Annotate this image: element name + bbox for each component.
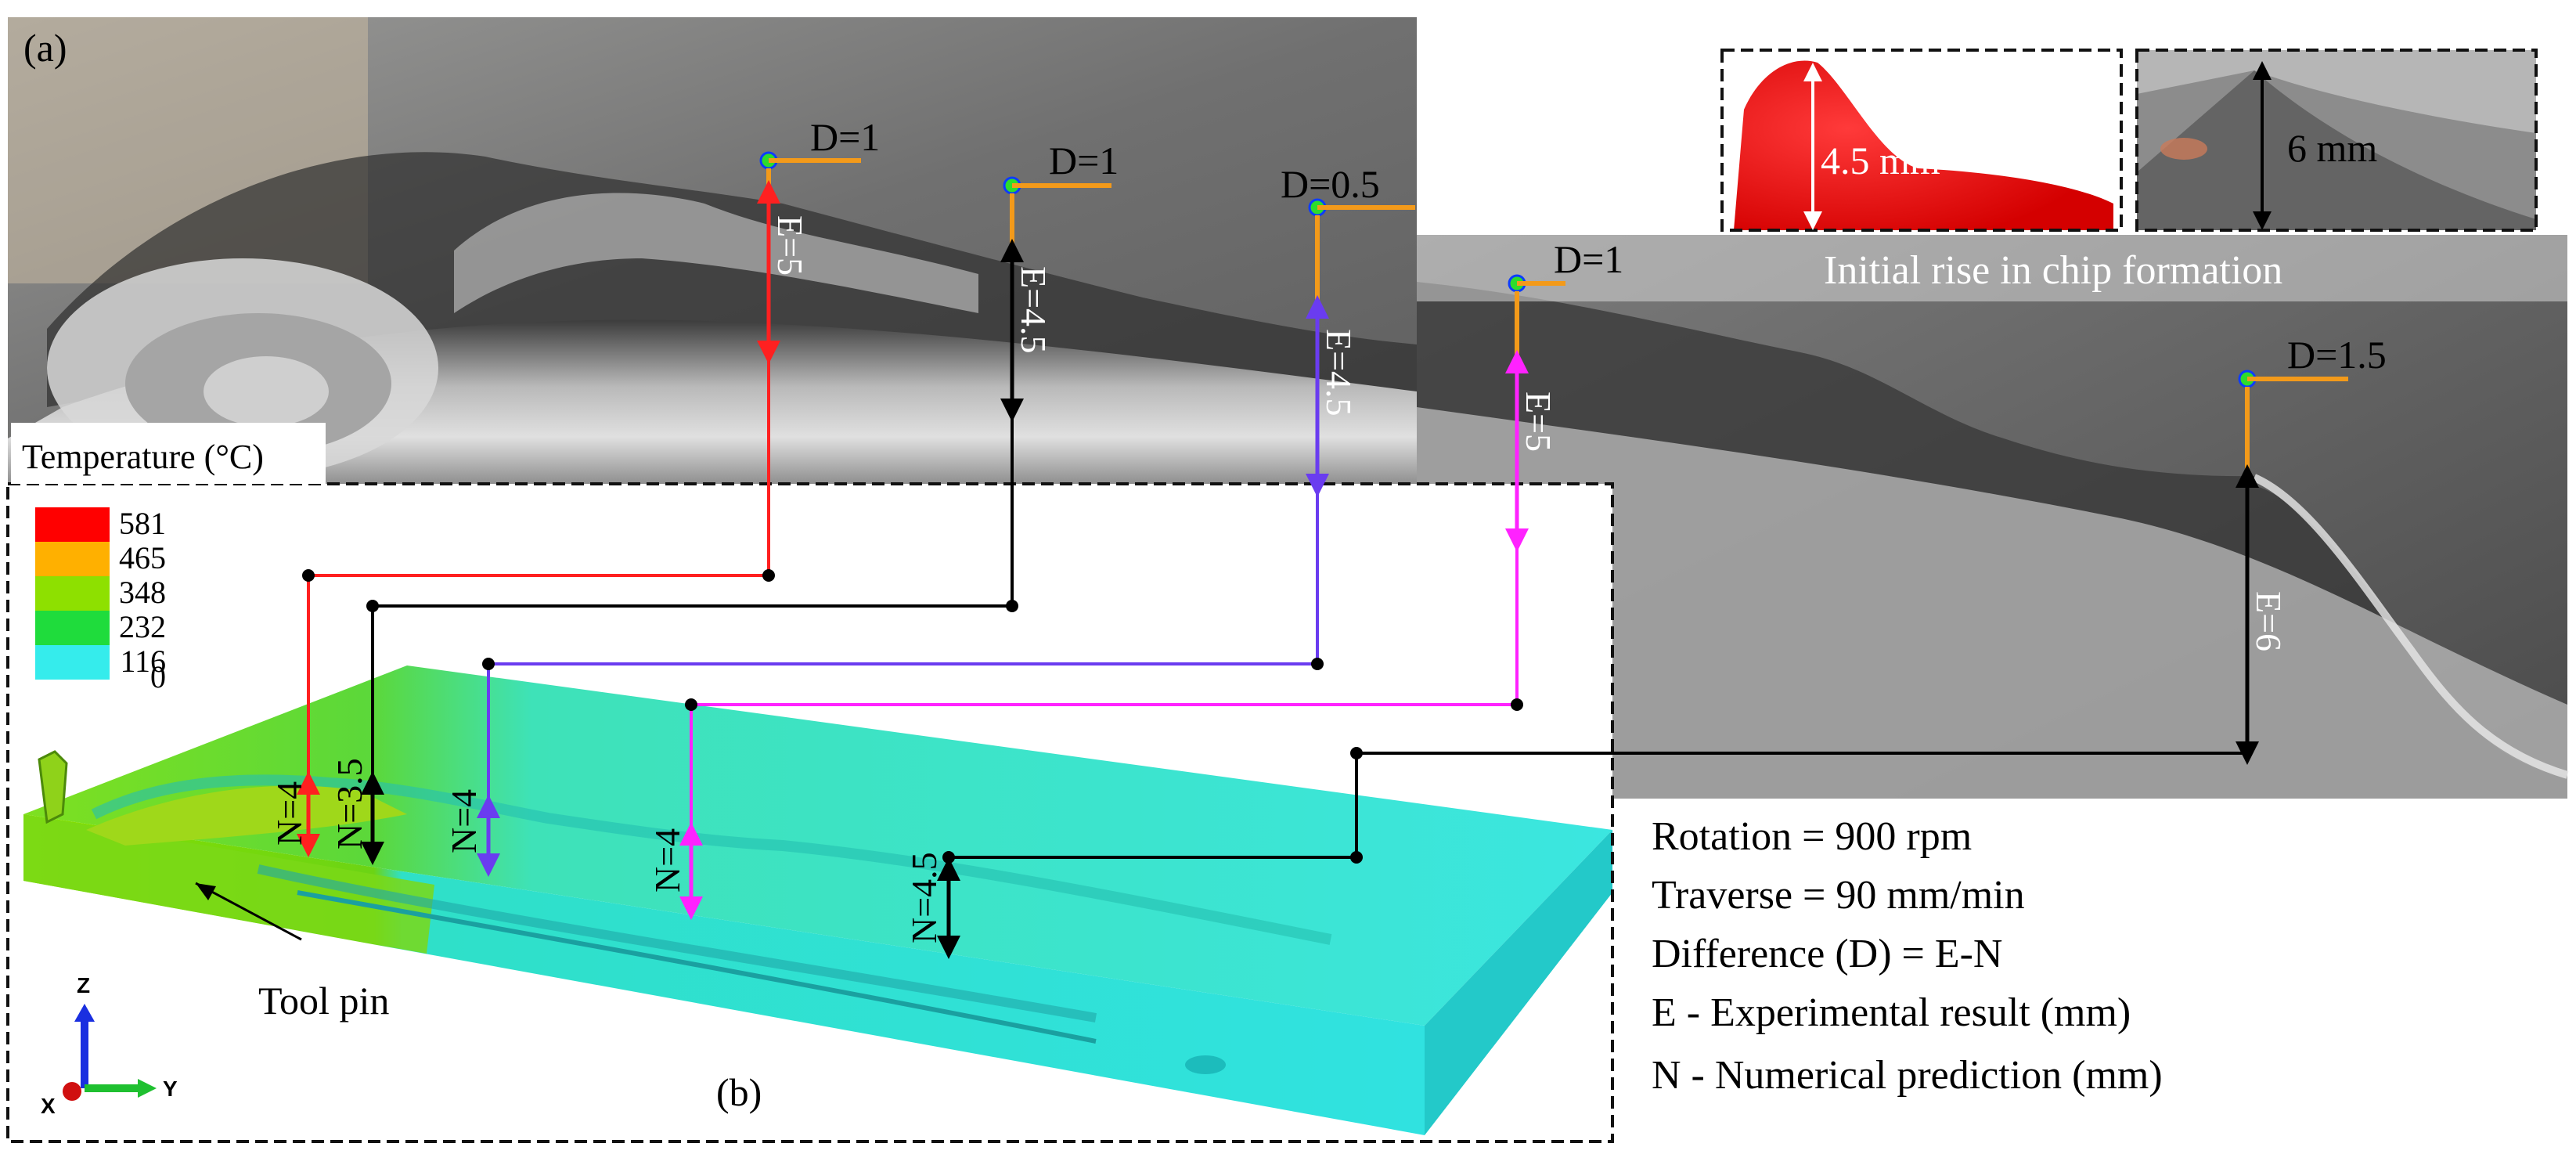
inset-right [2135,49,2538,232]
n-label-1: N=4 [269,781,309,846]
e-label-4: E=5 [1519,391,1558,452]
legend-value-116: 116 [120,644,166,679]
axis-y-label: Y [163,1077,178,1101]
n-label-4: N=4 [647,828,687,893]
inset-left-label: 4.5 mm [1821,139,1940,182]
plate-side [1425,830,1612,1135]
measurement-markers [757,151,2348,765]
temperature-legend [11,423,326,680]
legend-title: Temperature (°C) [22,438,264,476]
note-difference: Difference (D) = E-N [1652,932,2002,976]
legend-swatch-348 [35,576,110,611]
panel-b-label: (b) [716,1070,762,1114]
d-label-3: D=0.5 [1281,162,1380,206]
inset-left [1720,49,2123,232]
panel-a-label: (a) [23,26,67,70]
inset-right-label: 6 mm [2287,126,2377,170]
d-label-1: D=1 [810,115,880,159]
legend-swatch-232 [35,611,110,645]
note-numerical: N - Numerical prediction (mm) [1652,1053,2163,1098]
d-label-4: D=1 [1554,237,1623,281]
n-label-2: N=3.5 [330,758,369,849]
note-traverse: Traverse = 90 mm/min [1652,873,2025,918]
n-label-5: N=4.5 [904,852,944,943]
note-experimental: E - Experimental result (mm) [1652,990,2131,1035]
e-label-5: E=6 [2249,591,2289,651]
e-label-1: E=5 [770,215,810,276]
legend-value-232: 232 [119,609,166,644]
legend-value-465: 465 [119,540,166,575]
connector-lines [195,352,2247,959]
e-label-2: E=4.5 [1014,266,1054,354]
d-label-2: D=1 [1049,139,1119,182]
note-rotation: Rotation = 900 rpm [1652,814,1972,859]
d-label-5: D=1.5 [2287,333,2387,377]
legend-swatch-581 [35,507,110,542]
panel-b [6,482,1614,1143]
legend-value-348: 348 [119,575,166,610]
legend-value-0: 0 [150,659,166,694]
legend-swatch-465 [35,542,110,576]
tool-pin-label: Tool pin [258,979,389,1023]
photo-a-left [8,17,1417,487]
e-label-3: E=4.5 [1319,329,1359,417]
axis-x-label: X [41,1094,56,1118]
axis-triad [63,1004,157,1101]
axis-z-label: Z [77,973,90,997]
photo-caption: Initial rise in chip formation [1824,248,2282,293]
legend-swatch-116 [35,645,110,680]
legend-value-581: 581 [119,506,166,541]
n-label-3: N=4 [444,789,484,853]
